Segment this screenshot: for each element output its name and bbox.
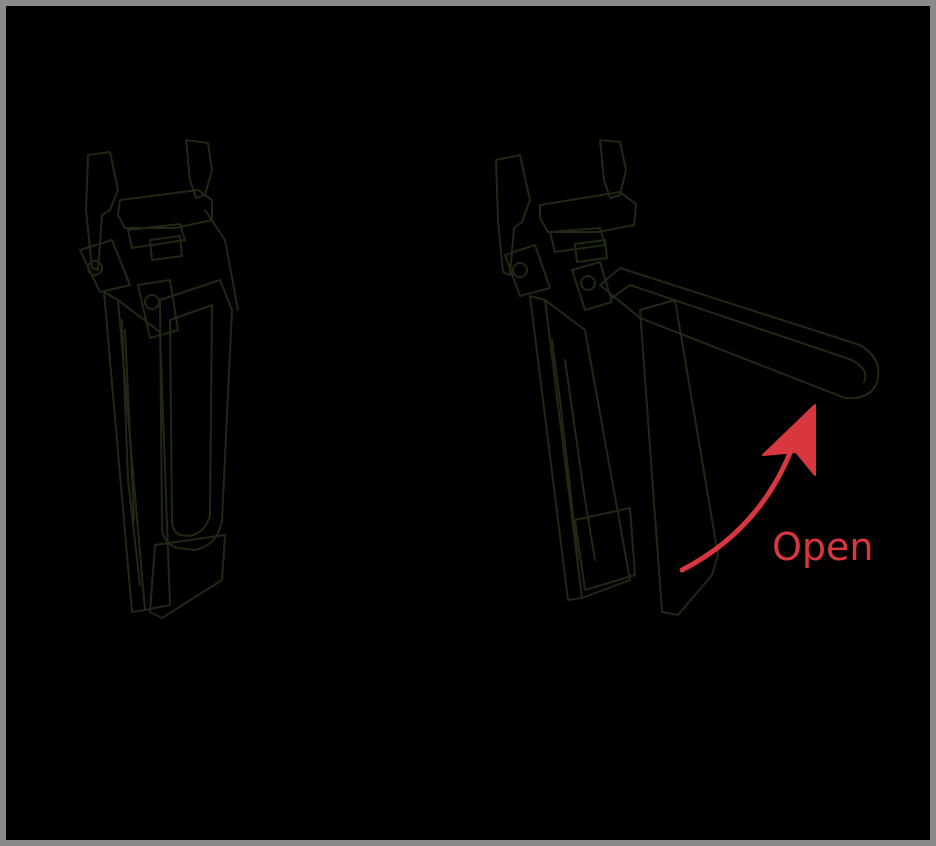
open-arrow [679, 404, 816, 573]
closed-latch [79, 139, 239, 619]
open-arrow-head [762, 404, 816, 476]
opened-latch [495, 139, 880, 616]
open-arrow-shaft [679, 445, 795, 573]
open-label: Open [772, 525, 874, 569]
